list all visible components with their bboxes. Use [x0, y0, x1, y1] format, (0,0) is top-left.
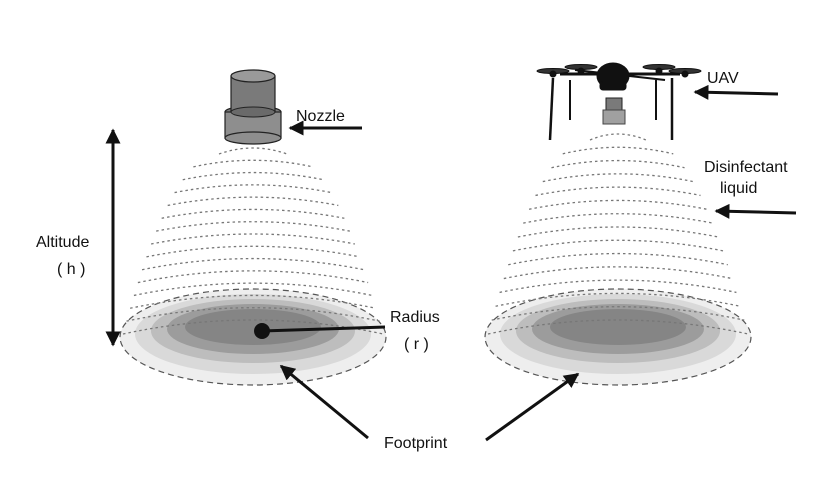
spray-droplet-row — [512, 239, 724, 252]
radius-symbol: ( r ) — [404, 336, 429, 353]
spray-droplet-row — [542, 173, 694, 183]
altitude-symbol: ( h ) — [57, 261, 85, 278]
footprint-arrow-right — [485, 372, 580, 442]
uav-label: UAV — [707, 70, 739, 87]
spray-droplet-row — [167, 196, 339, 207]
spray-droplet-row — [535, 186, 701, 197]
spray-droplet-row — [129, 294, 377, 309]
radius-indicator — [254, 323, 386, 339]
left-spray-cone — [122, 147, 384, 335]
spray-droplet-row — [589, 133, 647, 141]
footprint-arrow-left — [279, 364, 369, 440]
spray-droplet-row — [133, 282, 373, 297]
right-footprint — [484, 288, 752, 386]
spray-droplet-row — [156, 221, 350, 232]
footprint-label: Footprint — [384, 435, 448, 452]
spray-droplet-row — [491, 306, 745, 321]
spray-droplet-row — [150, 233, 356, 245]
spray-droplet-row — [137, 270, 369, 284]
spray-droplet-row — [508, 252, 728, 266]
spray-droplet-row — [551, 159, 685, 169]
disinfectant-label-line2: liquid — [720, 180, 757, 197]
spray-droplet-row — [141, 257, 365, 271]
spray-droplet-row — [174, 184, 332, 194]
uav-drone-icon — [536, 62, 702, 141]
right-spray-cone — [487, 133, 749, 335]
spray-droplet-row — [487, 319, 749, 335]
spray-droplet-row — [517, 226, 719, 238]
disinfectant-label-line1: Disinfectant — [704, 159, 788, 176]
spray-droplet-row — [528, 199, 708, 210]
spray-droplet-row — [182, 171, 324, 181]
nozzle-label: Nozzle — [296, 108, 345, 125]
spray-droplet-row — [161, 208, 345, 219]
nozzle-icon — [224, 69, 282, 145]
left-footprint — [119, 288, 387, 386]
spray-droplet-row — [193, 159, 313, 168]
spray-droplet-row — [523, 213, 713, 224]
spray-droplet-row — [146, 245, 360, 258]
altitude-label: Altitude — [36, 234, 89, 251]
disinfectant-arrow — [714, 203, 797, 219]
spray-droplet-row — [122, 319, 384, 335]
spray-droplet-row — [503, 266, 733, 280]
spray-droplet-row — [126, 307, 380, 322]
spray-droplet-row — [218, 147, 288, 155]
uav-arrow — [693, 84, 779, 100]
radius-label: Radius — [390, 309, 440, 326]
spray-droplet-row — [495, 292, 741, 307]
spray-droplet-row — [562, 146, 674, 155]
